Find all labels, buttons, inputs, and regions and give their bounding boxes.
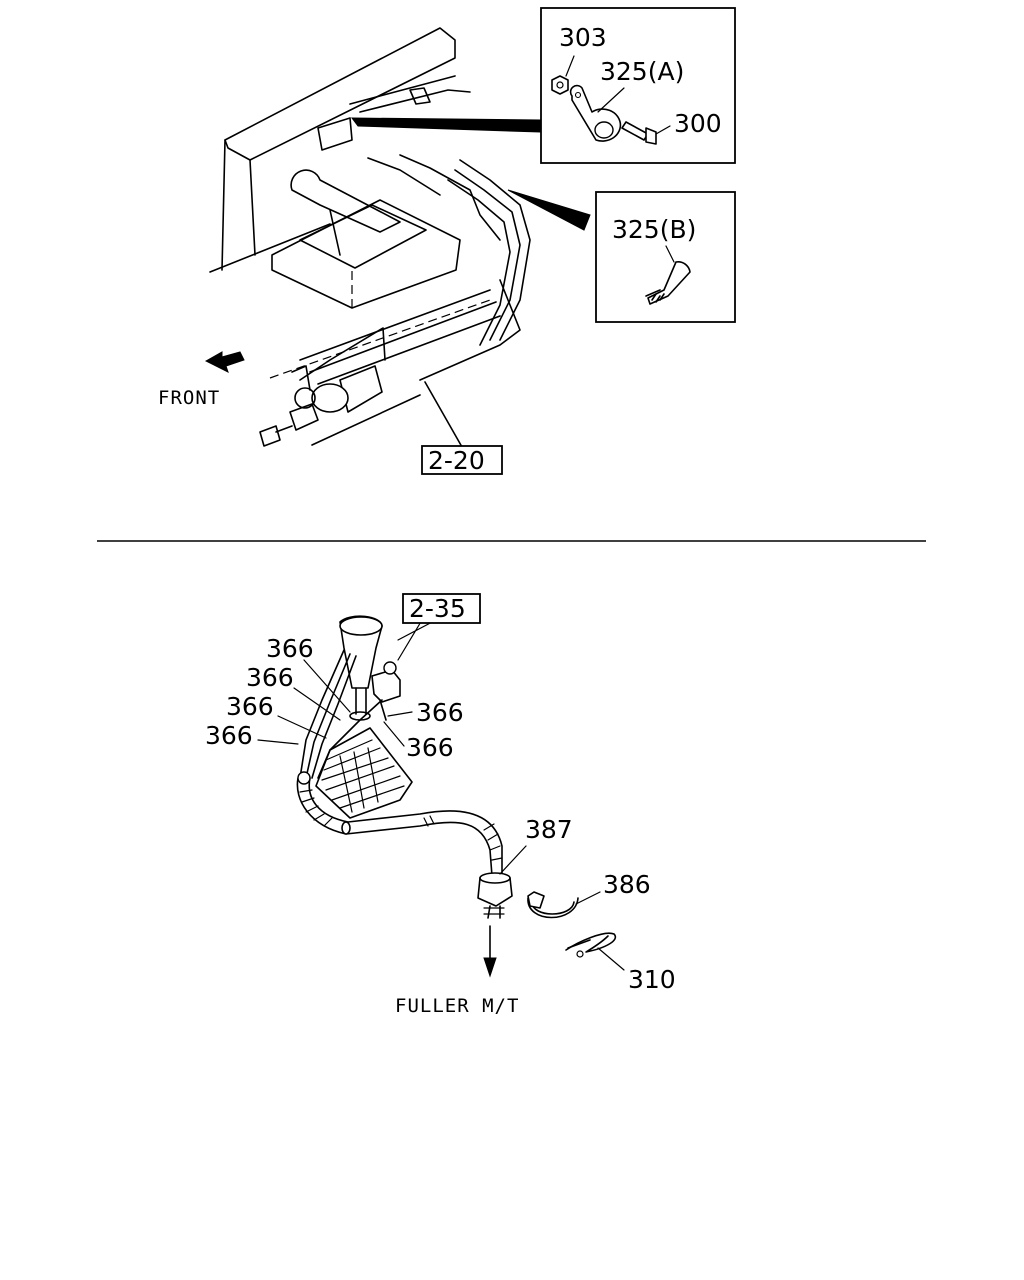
label-325a: 325(A)	[600, 57, 684, 86]
bolt-icon	[621, 121, 657, 145]
bottom-assembly-drawing	[257, 615, 625, 978]
ref-box-2-20: 2-20	[421, 445, 503, 475]
svg-text:2-20: 2-20	[428, 446, 485, 475]
front-label: FRONT	[158, 387, 220, 409]
label-386: 386	[603, 870, 651, 899]
svg-text:2-35: 2-35	[409, 594, 466, 623]
label-303: 303	[559, 23, 607, 52]
label-387: 387	[525, 815, 573, 844]
nut-icon	[551, 75, 569, 95]
top-assembly-drawing	[209, 27, 531, 448]
label-300: 300	[674, 109, 722, 138]
cable-tie-icon	[645, 261, 691, 305]
callout-box-b: 325(B)	[595, 191, 736, 323]
label-366: 366	[246, 663, 294, 692]
label-366: 366	[205, 721, 253, 750]
callout-box-a: 303 325(A) 300	[540, 7, 736, 164]
label-366: 366	[266, 634, 314, 663]
label-366: 366	[226, 692, 274, 721]
front-arrow-icon	[204, 351, 245, 373]
callout-a-pointer	[350, 117, 541, 133]
clip-325a-icon	[569, 84, 622, 142]
callout-b-pointer	[507, 189, 591, 231]
ref-box-2-35: 2-35	[402, 593, 481, 624]
label-366: 366	[416, 698, 464, 727]
label-366: 366	[406, 733, 454, 762]
caption-fuller-mt: FULLER M/T	[395, 995, 519, 1017]
label-310: 310	[628, 965, 676, 994]
label-325b: 325(B)	[612, 215, 696, 244]
